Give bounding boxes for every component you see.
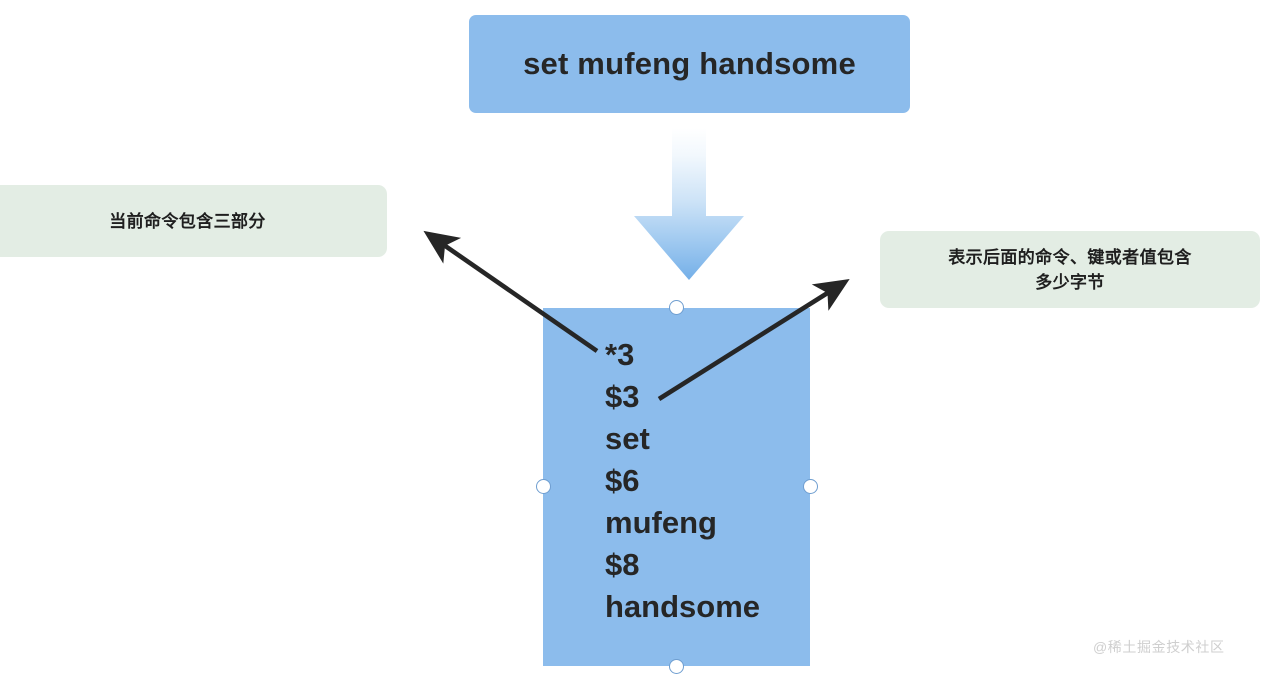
command-box[interactable]: set mufeng handsome bbox=[469, 15, 910, 113]
callout-right-text: 表示后面的命令、键或者值包含 多少字节 bbox=[948, 245, 1192, 295]
callout-right-line-1: 表示后面的命令、键或者值包含 bbox=[948, 247, 1192, 267]
payload-line: $8 bbox=[605, 547, 640, 582]
payload-line: $6 bbox=[605, 463, 640, 498]
payload-line: set bbox=[605, 421, 650, 456]
payload-box[interactable]: *3 $3 set $6 mufeng $8 handsome bbox=[543, 308, 810, 666]
watermark: @稀土掘金技术社区 bbox=[1093, 639, 1225, 655]
handle-top-center[interactable] bbox=[669, 300, 684, 315]
handle-middle-right[interactable] bbox=[803, 479, 818, 494]
handle-middle-left[interactable] bbox=[536, 479, 551, 494]
handle-bottom-center[interactable] bbox=[669, 659, 684, 674]
payload-line-list: *3 $3 set $6 mufeng $8 handsome bbox=[605, 334, 760, 628]
payload-line: $3 bbox=[605, 379, 640, 414]
callout-right[interactable]: 表示后面的命令、键或者值包含 多少字节 bbox=[880, 231, 1260, 308]
callout-left[interactable]: 当前命令包含三部分 bbox=[0, 185, 387, 257]
callout-left-text: 当前命令包含三部分 bbox=[109, 211, 266, 231]
payload-line: handsome bbox=[605, 589, 761, 624]
payload-line: mufeng bbox=[605, 505, 717, 540]
payload-line: *3 bbox=[605, 337, 635, 372]
command-box-label: set mufeng handsome bbox=[523, 46, 856, 81]
arrow-down-icon bbox=[634, 128, 744, 280]
callout-right-line-2: 多少字节 bbox=[1035, 272, 1105, 292]
